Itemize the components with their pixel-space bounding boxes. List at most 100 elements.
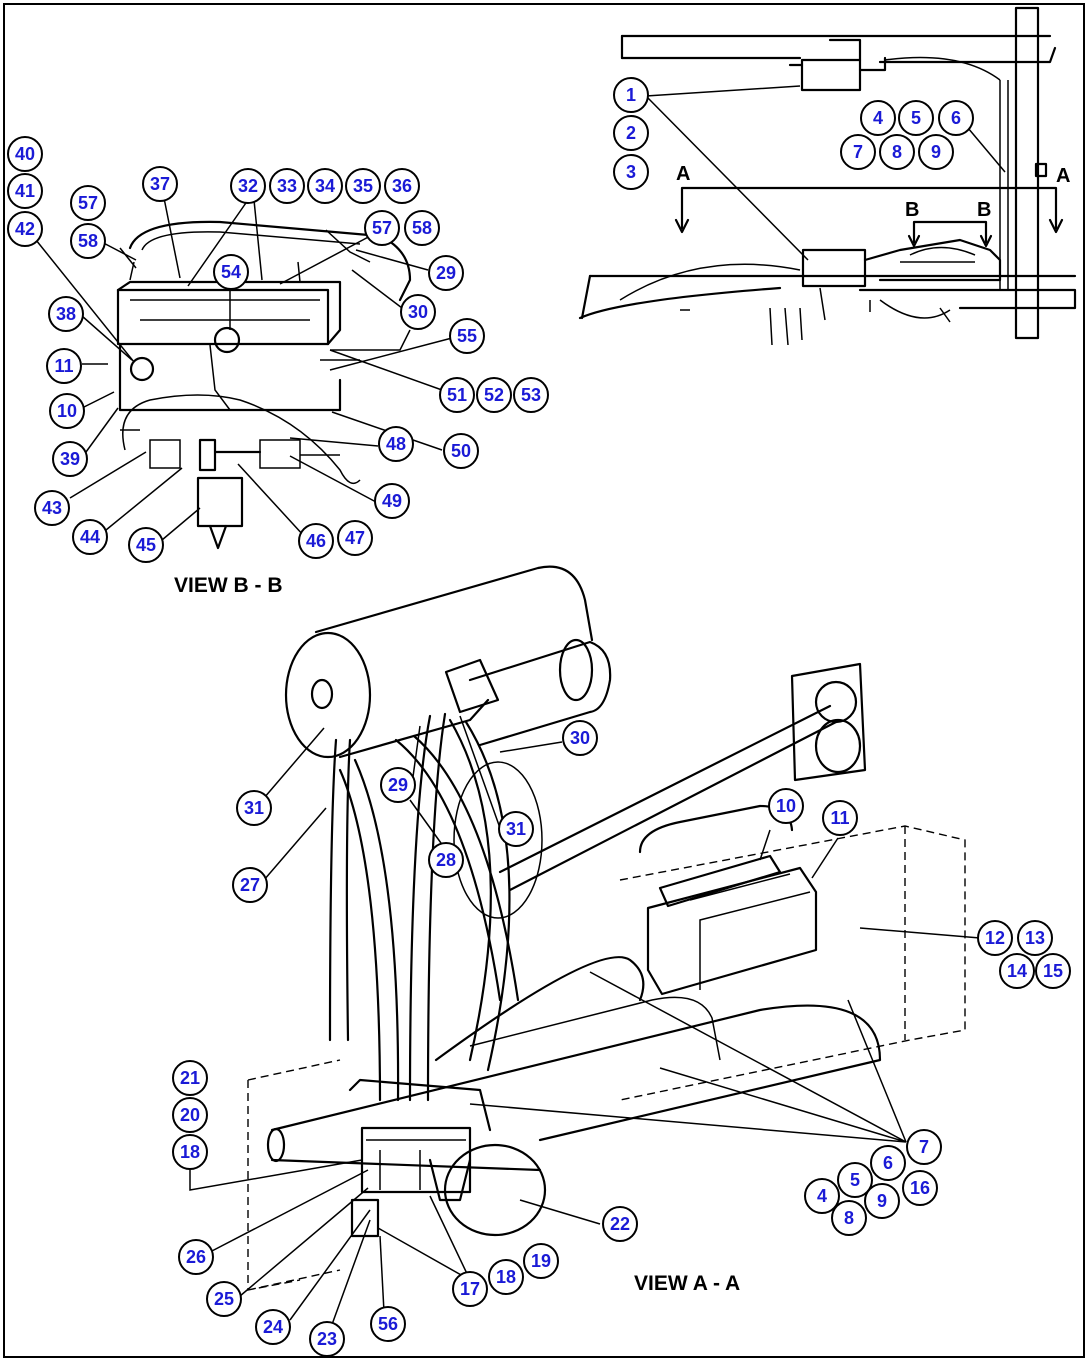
callout-number: 4 — [817, 1186, 827, 1206]
callout-circle — [498, 811, 534, 847]
callout-57: 57 — [70, 185, 106, 221]
callout-56: 56 — [370, 1306, 406, 1342]
callout-number: 29 — [388, 775, 408, 795]
callout-circle — [977, 920, 1013, 956]
callout-43: 43 — [34, 490, 70, 526]
callout-circle — [7, 136, 43, 172]
callout-number: 38 — [56, 304, 76, 324]
section-mark-a-right: A — [1056, 165, 1070, 187]
callout-number: 10 — [776, 796, 796, 816]
callout-number: 53 — [521, 385, 541, 405]
callout-circle — [804, 1178, 840, 1214]
callout-circle — [172, 1097, 208, 1133]
callout-number: 18 — [496, 1267, 516, 1287]
callout-23: 23 — [309, 1321, 345, 1357]
callout-number: 5 — [850, 1170, 860, 1190]
callout-number: 58 — [412, 218, 432, 238]
callout-number: 2 — [626, 123, 636, 143]
callout-10: 10 — [49, 393, 85, 429]
callout-18: 18 — [172, 1134, 208, 1170]
callout-circle — [613, 77, 649, 113]
callout-number: 36 — [392, 176, 412, 196]
callout-42: 42 — [7, 211, 43, 247]
callout-number: 5 — [911, 108, 921, 128]
callout-circle — [837, 1162, 873, 1198]
callout-9: 9 — [864, 1183, 900, 1219]
callout-circle — [255, 1309, 291, 1345]
callout-49: 49 — [374, 483, 410, 519]
callout-circle — [428, 842, 464, 878]
callout-44: 44 — [72, 519, 108, 555]
callout-30: 30 — [400, 294, 436, 330]
callout-number: 24 — [263, 1317, 283, 1337]
callout-number: 52 — [484, 385, 504, 405]
callout-40: 40 — [7, 136, 43, 172]
callout-number: 9 — [877, 1191, 887, 1211]
callout-number: 3 — [626, 162, 636, 182]
callout-7: 7 — [840, 134, 876, 170]
callout-circle — [1017, 920, 1053, 956]
callout-circle — [178, 1239, 214, 1275]
callout-circle — [48, 296, 84, 332]
callout-number: 29 — [436, 263, 456, 283]
callout-12: 12 — [977, 920, 1013, 956]
callout-number: 42 — [15, 219, 35, 239]
callout-number: 34 — [315, 176, 335, 196]
view-a-drawing — [189, 565, 981, 1331]
callout-number: 8 — [892, 142, 902, 162]
callout-3: 3 — [613, 154, 649, 190]
callout-number: 17 — [460, 1279, 480, 1299]
callout-number: 6 — [883, 1153, 893, 1173]
callout-circle — [400, 294, 436, 330]
callout-circle — [938, 100, 974, 136]
callout-circle — [822, 800, 858, 836]
callout-2: 2 — [613, 115, 649, 151]
callout-26: 26 — [178, 1239, 214, 1275]
callout-circle — [523, 1243, 559, 1279]
callout-number: 20 — [180, 1105, 200, 1125]
callout-circle — [34, 490, 70, 526]
callout-circle — [918, 134, 954, 170]
callout-50: 50 — [443, 433, 479, 469]
callout-10: 10 — [768, 788, 804, 824]
callout-number: 43 — [42, 498, 62, 518]
view-a-title: VIEW A - A — [634, 1272, 740, 1295]
callout-5: 5 — [898, 100, 934, 136]
view-b-title: VIEW B - B — [174, 574, 283, 597]
callout-1: 1 — [613, 77, 649, 113]
callout-39: 39 — [52, 441, 88, 477]
callout-circle — [476, 377, 512, 413]
callout-34: 34 — [307, 168, 343, 204]
callout-52: 52 — [476, 377, 512, 413]
callout-11: 11 — [46, 348, 82, 384]
callout-number: 19 — [531, 1251, 551, 1271]
callout-32: 32 — [230, 168, 266, 204]
overview-drawing: A A B B — [578, 6, 1077, 346]
callout-circle — [449, 318, 485, 354]
callout-circle — [206, 1281, 242, 1317]
callout-48: 48 — [378, 426, 414, 462]
callout-circle — [7, 173, 43, 209]
callout-45: 45 — [128, 527, 164, 563]
callout-7: 7 — [906, 1129, 942, 1165]
callout-36: 36 — [384, 168, 420, 204]
callout-57: 57 — [364, 210, 400, 246]
callout-number: 10 — [57, 401, 77, 421]
callout-28: 28 — [428, 842, 464, 878]
callout-circle — [374, 483, 410, 519]
callout-circle — [298, 523, 334, 559]
callout-4: 4 — [804, 1178, 840, 1214]
callout-number: 49 — [382, 491, 402, 511]
callout-circle — [902, 1170, 938, 1206]
callout-circle — [236, 790, 272, 826]
callout-circle — [602, 1206, 638, 1242]
callout-circle — [562, 720, 598, 756]
callout-6: 6 — [938, 100, 974, 136]
callout-number: 14 — [1007, 961, 1027, 981]
callout-number: 12 — [985, 928, 1005, 948]
callout-number: 45 — [136, 535, 156, 555]
callout-circle — [404, 210, 440, 246]
callout-circle — [613, 154, 649, 190]
